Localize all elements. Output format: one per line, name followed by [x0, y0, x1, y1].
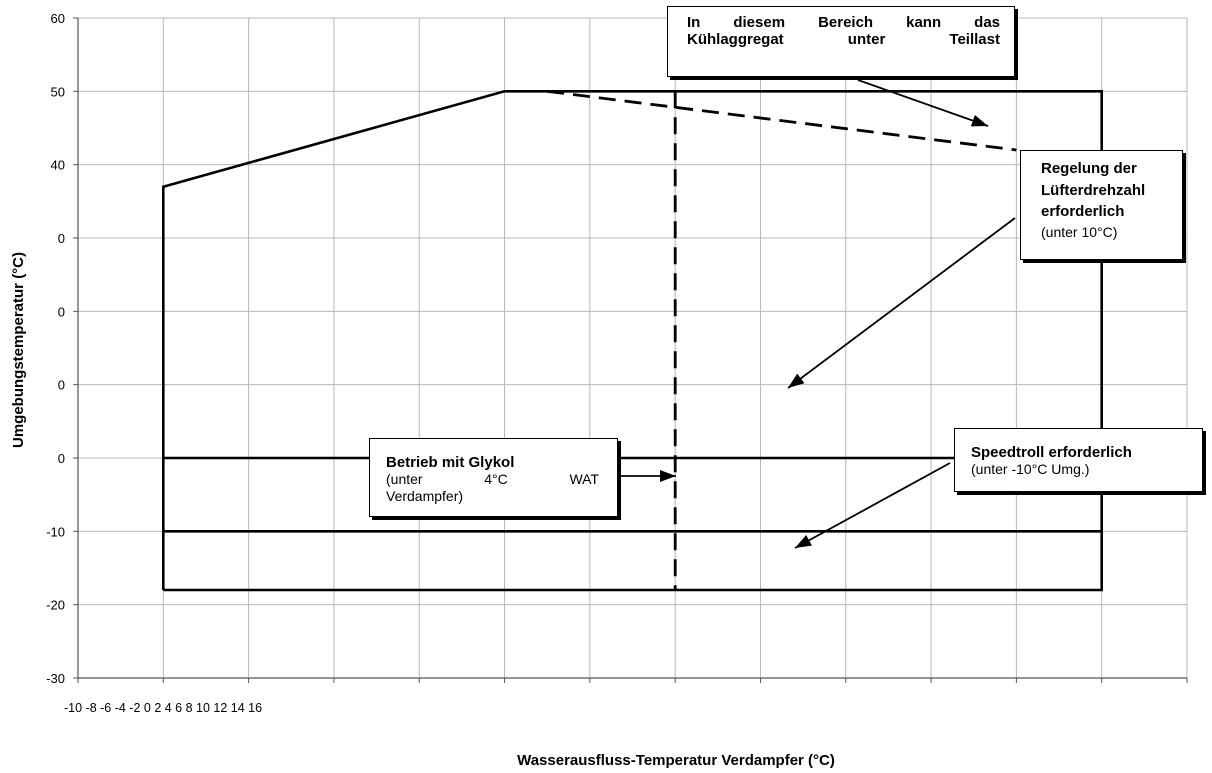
arrow-luefter-head	[788, 373, 805, 388]
arrows-group	[620, 79, 1016, 549]
series-line	[547, 89, 1017, 152]
annotation-speedtroll-note: (unter -10°C Umg.)	[971, 461, 1090, 477]
annotation-luefter-line3: erforderlich	[1041, 203, 1125, 220]
arrow-teillast-head	[970, 115, 988, 127]
annotation-speedtroll-title: Speedtroll erforderlich	[971, 444, 1132, 461]
annotation-glykol-title: Betrieb mit Glykol	[386, 454, 515, 471]
arrow-teillast-shaft	[857, 79, 989, 127]
x-tick-labels: -10 -8 -6 -4 -2 0 2 4 6 8 10 12 14 16	[64, 701, 262, 715]
y-tick-label: 0	[58, 378, 65, 393]
y-tick-label: 0	[58, 231, 65, 246]
annotation-glykol-line2: (unter 4°C WAT	[386, 471, 599, 487]
annotation-luefter-line1: Regelung der	[1041, 160, 1137, 177]
y-tick-label: 40	[51, 158, 65, 173]
y-tick-label: -20	[46, 598, 65, 613]
arrow-speedtroll-shaft	[794, 462, 951, 549]
series-line	[162, 90, 1103, 592]
annotation-luefter-line2: Lüfterdrehzahl	[1041, 182, 1146, 199]
annotation-teillast-line1: In diesem Bereich kann das	[687, 14, 1000, 31]
annotation-glykol-line3: Verdampfer)	[386, 488, 464, 504]
y-tick-label: 50	[51, 84, 65, 99]
grid	[77, 17, 1188, 678]
y-tick-label: -10	[46, 524, 65, 539]
annotation-speedtroll: Speedtroll erforderlich (unter -10°C Umg…	[954, 428, 1203, 492]
y-axis-label: Umgebungstemperatur (°C)	[10, 252, 27, 448]
annotation-glykol: Betrieb mit Glykol (unter 4°C WAT Verdam…	[369, 438, 618, 517]
axes	[73, 17, 1188, 683]
arrow-glykol-head	[660, 470, 676, 482]
annotation-teillast-line2: Kühlaggregat unter Teillast	[687, 31, 1000, 48]
y-tick-labels: 60 50 40 0 0 0 0 -10 -20 -30	[46, 11, 65, 686]
y-tick-label: -30	[46, 671, 65, 686]
annotation-teillast: In diesem Bereich kann das Kühlaggregat …	[667, 6, 1015, 77]
y-tick-label: 0	[58, 451, 65, 466]
arrow-luefter-shaft	[787, 217, 1016, 389]
y-tick-label: 0	[58, 304, 65, 319]
annotation-luefter-note: (unter 10°C)	[1041, 224, 1118, 240]
y-tick-label: 60	[51, 11, 65, 26]
arrow-speedtroll-head	[795, 535, 812, 548]
series-group	[162, 89, 1103, 592]
x-axis-label: Wasserausfluss-Temperatur Verdampfer (°C…	[517, 752, 835, 769]
annotation-luefter: Regelung der Lüfterdrehzahl erforderlich…	[1020, 150, 1183, 260]
